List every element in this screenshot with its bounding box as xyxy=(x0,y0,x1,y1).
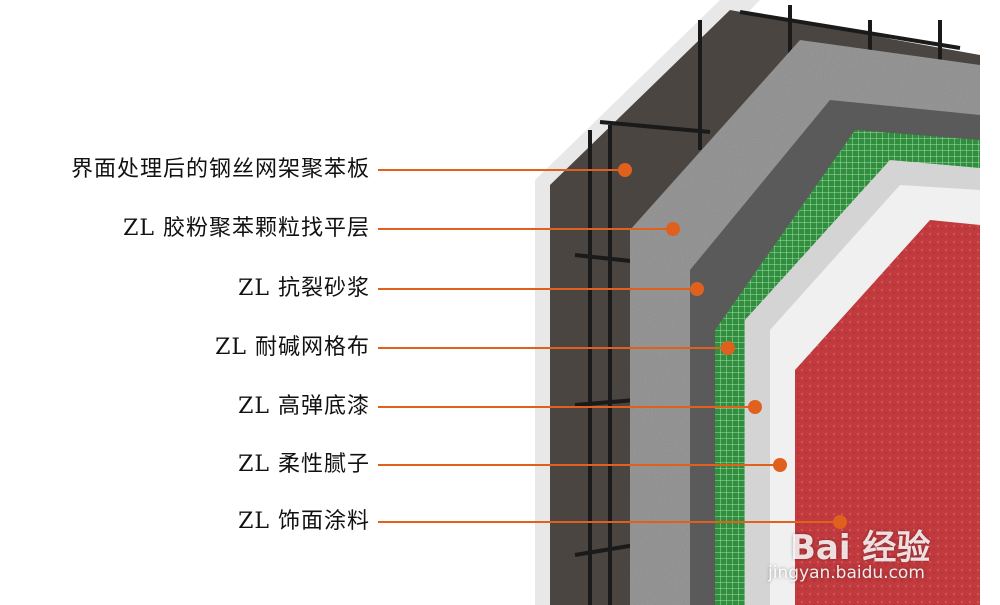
layer-label: ZL 高弹底漆 xyxy=(238,394,370,419)
layer-label: ZL 抗裂砂浆 xyxy=(238,276,370,301)
watermark-brand: Bai 经验 xyxy=(790,528,931,568)
leader-dot xyxy=(748,400,762,414)
layer-label: ZL 胶粉聚苯颗粒找平层 xyxy=(123,216,370,241)
leader-dot xyxy=(833,515,847,529)
leader-dot xyxy=(773,458,787,472)
finish-coating-layer xyxy=(795,220,980,605)
layer-label: ZL 饰面涂料 xyxy=(238,509,370,534)
leader-dot xyxy=(666,222,680,236)
steel-rebar xyxy=(574,5,961,605)
leader-lines xyxy=(378,163,847,529)
layer-label: 界面处理后的钢丝网架聚苯板 xyxy=(70,157,370,182)
layer-label: ZL 耐碱网格布 xyxy=(215,335,370,360)
leader-dot xyxy=(690,282,704,296)
watermark-url: jingyan.baidu.com xyxy=(768,563,925,583)
leader-dot xyxy=(721,341,735,355)
layer-label: ZL 柔性腻子 xyxy=(238,452,370,477)
leader-dot xyxy=(618,163,632,177)
